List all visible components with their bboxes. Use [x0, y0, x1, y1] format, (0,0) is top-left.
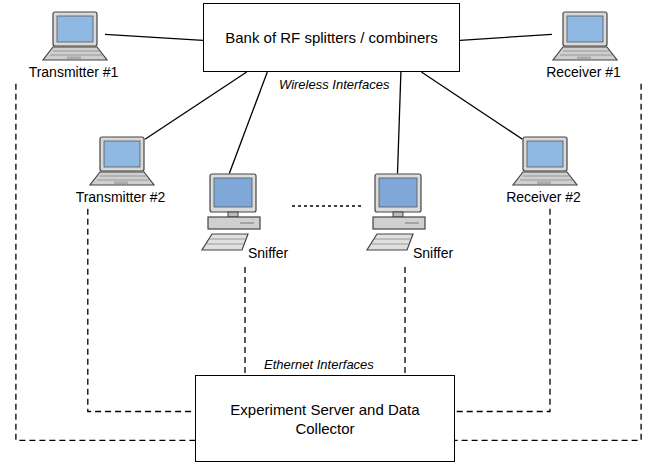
wireless-link: [398, 72, 401, 174]
ethernet-link: [455, 84, 641, 441]
receiver-laptop: Receiver #2: [478, 135, 609, 206]
ethernet-link: [455, 209, 550, 412]
ethernet-link: [16, 84, 195, 441]
wireless-link: [145, 72, 247, 139]
laptop-icon: [549, 10, 619, 64]
ethernet-link: [244, 267, 245, 375]
wireless-link: [421, 72, 522, 139]
receiver-laptop: Receiver #1: [518, 10, 648, 81]
laptop-icon: [39, 10, 109, 64]
device-label: Receiver #1: [518, 64, 648, 81]
ellipsis-dots: [292, 205, 362, 207]
device-label: Sniffer: [413, 245, 453, 262]
device-label: Receiver #2: [478, 189, 609, 206]
desktop-pc-icon: [365, 172, 430, 254]
wireless-link: [460, 34, 552, 40]
server-box: Experiment Server and Data Collector: [195, 375, 455, 462]
wireless-link: [229, 72, 267, 174]
ethernet-link: [88, 209, 195, 412]
laptop-icon: [509, 135, 579, 189]
wireless-link: [105, 34, 203, 40]
wireless-interfaces-label: Wireless Interfaces: [277, 77, 391, 93]
device-label: Sniffer: [248, 245, 288, 262]
desktop-pc-icon: [200, 172, 265, 254]
box-label: Experiment Server and Data Collector: [210, 400, 440, 438]
sniffer-pc: Sniffer: [200, 172, 300, 266]
ethernet-interfaces-label: Ethernet Interfaces: [262, 357, 376, 373]
ethernet-link: [404, 267, 405, 375]
transmitter-laptop: Transmitter #1: [8, 10, 139, 81]
device-label: Transmitter #2: [55, 189, 186, 206]
transmitter-laptop: Transmitter #2: [55, 135, 186, 206]
laptop-icon: [86, 135, 156, 189]
device-label: Transmitter #1: [8, 64, 139, 81]
sniffer-pc: Sniffer: [365, 172, 465, 266]
box-label: Bank of RF splitters / combiners: [225, 28, 438, 47]
rf-splitter-bank: Bank of RF splitters / combiners: [203, 3, 460, 72]
